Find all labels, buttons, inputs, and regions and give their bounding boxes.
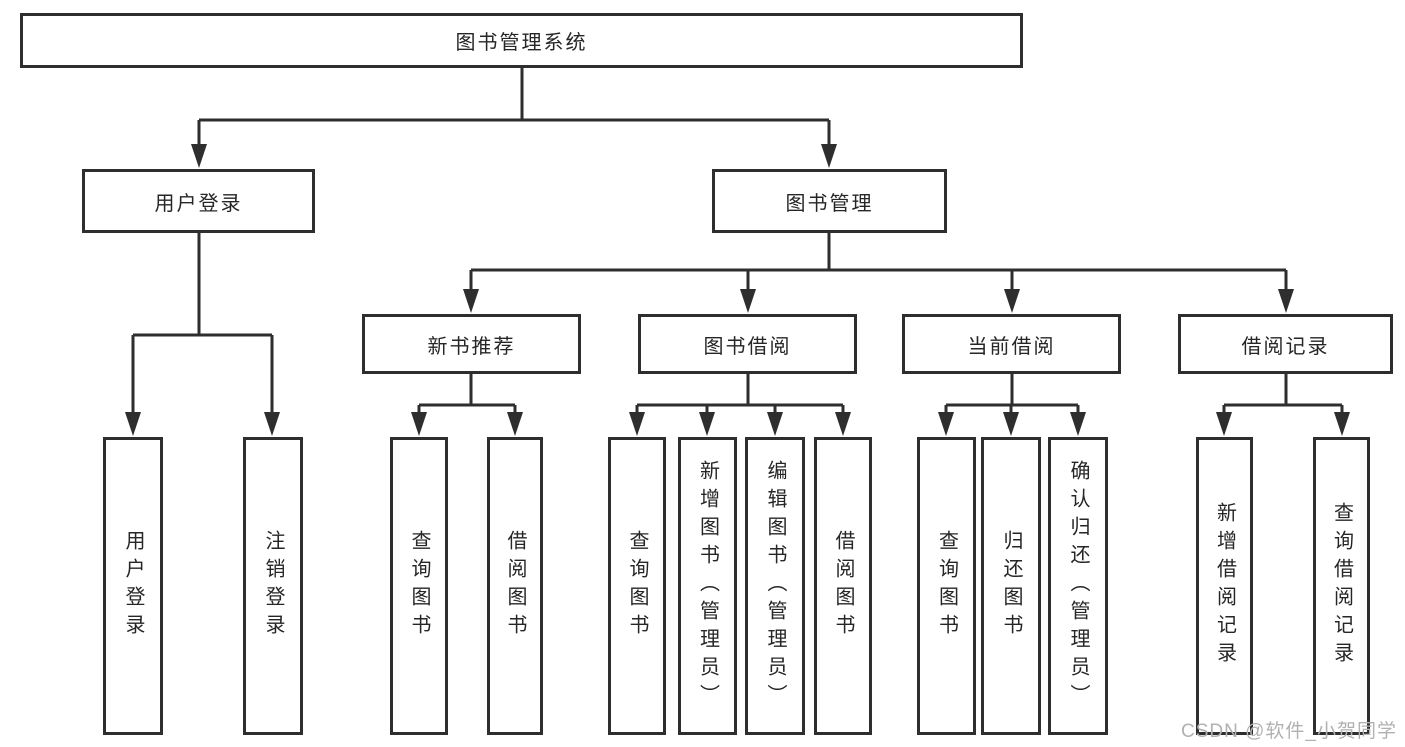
leaf-add-borrow-record: 新增借阅记录 bbox=[1196, 437, 1253, 735]
leaf-add-book-admin-label: 新增图书（管理员） bbox=[696, 460, 719, 712]
leaf-query-books-borrow-label: 查询图书 bbox=[626, 530, 648, 642]
leaf-add-borrow-record-label: 新增借阅记录 bbox=[1213, 502, 1236, 670]
node-borrow-records-label: 借阅记录 bbox=[1241, 335, 1330, 358]
leaf-query-books-current-label: 查询图书 bbox=[935, 530, 958, 642]
leaf-borrow-books: 借阅图书 bbox=[814, 437, 872, 735]
node-current-borrow: 当前借阅 bbox=[902, 314, 1121, 374]
arrowheads bbox=[125, 144, 1350, 436]
leaf-query-borrow-record: 查询借阅记录 bbox=[1313, 437, 1370, 735]
node-new-book-recommend: 新书推荐 bbox=[362, 314, 581, 374]
node-book-management: 图书管理 bbox=[712, 169, 947, 233]
node-borrow-records: 借阅记录 bbox=[1178, 314, 1393, 374]
leaf-confirm-return-admin: 确认归还（管理员） bbox=[1048, 437, 1108, 735]
node-new-book-recommend-label: 新书推荐 bbox=[427, 335, 516, 358]
leaf-confirm-return-admin-label: 确认归还（管理员） bbox=[1067, 460, 1089, 712]
leaf-return-book-label: 归还图书 bbox=[1000, 530, 1022, 642]
leaf-query-books-recommend: 查询图书 bbox=[390, 437, 448, 735]
leaf-query-borrow-record-label: 查询借阅记录 bbox=[1330, 502, 1353, 670]
leaf-edit-book-admin-label: 编辑图书（管理员） bbox=[764, 460, 786, 712]
leaf-borrow-books-recommend-label: 借阅图书 bbox=[504, 530, 526, 642]
node-book-borrow-label: 图书借阅 bbox=[703, 335, 792, 358]
watermark: CSDN @软件_小贺同学 bbox=[1181, 721, 1397, 742]
leaf-user-login-label: 用户登录 bbox=[122, 530, 144, 642]
node-user-login: 用户登录 bbox=[82, 169, 315, 233]
leaf-return-book: 归还图书 bbox=[981, 437, 1041, 735]
leaf-borrow-books-label: 借阅图书 bbox=[832, 530, 854, 642]
node-current-borrow-label: 当前借阅 bbox=[967, 335, 1056, 358]
leaf-edit-book-admin: 编辑图书（管理员） bbox=[745, 437, 805, 735]
leaf-query-books-borrow: 查询图书 bbox=[608, 437, 666, 735]
leaf-query-books-current: 查询图书 bbox=[917, 437, 976, 735]
leaf-logout-label: 注销登录 bbox=[262, 530, 284, 642]
node-book-management-label: 图书管理 bbox=[785, 192, 874, 215]
leaf-user-login: 用户登录 bbox=[103, 437, 163, 735]
leaf-query-books-recommend-label: 查询图书 bbox=[408, 530, 430, 642]
leaf-logout: 注销登录 bbox=[243, 437, 303, 735]
node-root-label: 图书管理系统 bbox=[455, 32, 588, 54]
node-root: 图书管理系统 bbox=[20, 13, 1023, 68]
leaf-borrow-books-recommend: 借阅图书 bbox=[487, 437, 543, 735]
node-book-borrow: 图书借阅 bbox=[638, 314, 857, 374]
leaf-add-book-admin: 新增图书（管理员） bbox=[678, 437, 737, 735]
node-user-login-label: 用户登录 bbox=[154, 192, 243, 215]
